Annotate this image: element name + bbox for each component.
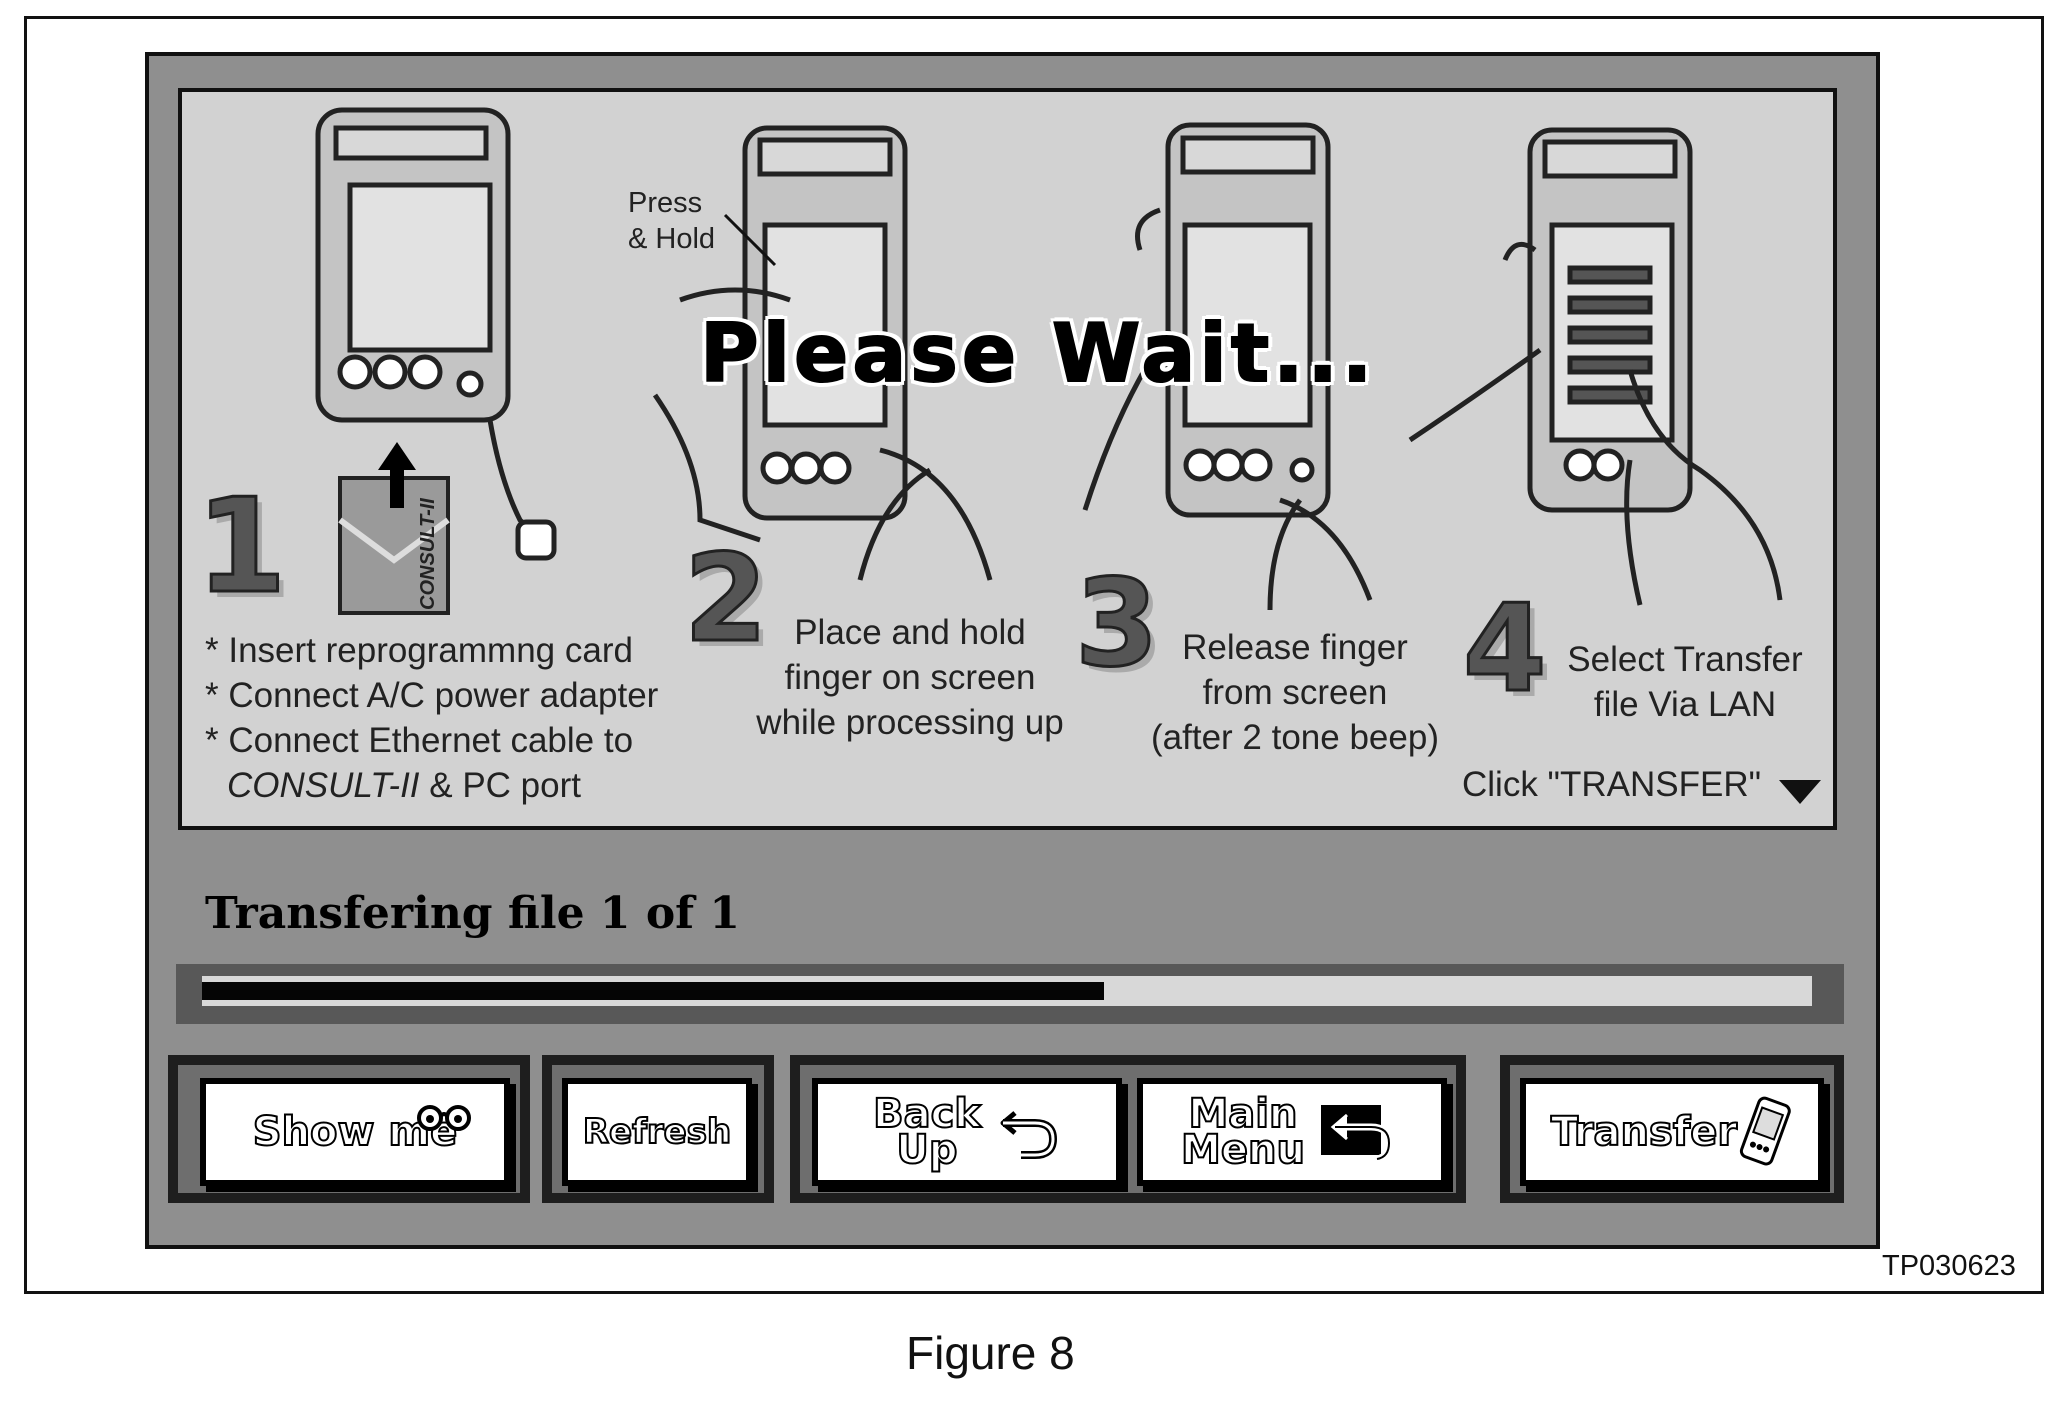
press-hint-line-2: & Hold [628,223,716,255]
return-arrow-icon [1320,1105,1393,1163]
back-arrow-icon [1000,1111,1057,1159]
press-hold-hint: Press & Hold [628,185,715,257]
refresh-label: Refresh [582,1112,732,1152]
step-3-instructions: Release finger from screen (after 2 tone… [1130,625,1460,760]
back-up-label: Back Up [872,1093,982,1171]
transfer-status: Transfering file 1 of 1 [205,888,741,939]
step-2-line-1: Place and hold [794,613,1026,652]
step-2-instructions: Place and hold finger on screen while pr… [745,610,1075,745]
please-wait-overlay: Please Wait... [699,306,1377,401]
card-label: CONSULT-II [417,498,439,610]
step-1-line-3: * Connect Ethernet cable to [205,721,634,760]
figure-code: TP030623 [1882,1250,2016,1282]
step-1-line-1: * Insert reprogrammng card [205,631,633,670]
refresh-button[interactable]: Refresh [562,1078,752,1186]
main-menu-label: Main Menu [1180,1093,1306,1171]
show-me-button[interactable]: Show me [200,1078,510,1186]
press-hint-line-1: Press [628,187,703,219]
eyeglasses-icon [417,1105,471,1131]
handheld-device-1 [315,107,557,561]
step-2-line-3: while processing up [756,703,1064,742]
progress-fill [202,982,1104,1000]
step-2-line-2: finger on screen [784,658,1036,697]
transfer-button[interactable]: Transfer [1520,1078,1824,1186]
press-pointer [723,213,777,267]
step-1-line-4: CONSULT-II & PC port [205,763,658,808]
step-4-line-2: file Via LAN [1593,685,1777,724]
step-3-line-1: Release finger [1182,628,1408,667]
triangle-down-icon [1779,780,1821,804]
step-1-instructions: * Insert reprogrammng card * Connect A/C… [205,628,658,808]
step-number-4: 4 [1462,579,1548,721]
main-menu-label-line-1: Main [1188,1091,1299,1137]
transfer-label: Transfer [1550,1109,1738,1155]
main-menu-label-line-2: Menu [1180,1127,1306,1173]
progress-bar [176,964,1844,1024]
step-number-1: 1 [194,469,287,624]
insert-arrow-icon [378,442,416,508]
progress-track [202,976,1812,1006]
handheld-device-4 [1408,127,1783,606]
step-number-2: 2 [683,529,769,671]
main-menu-button[interactable]: Main Menu [1137,1078,1447,1186]
step-1-line-4-suffix: & PC port [419,766,581,805]
step-4-line-1: Select Transfer [1567,640,1803,679]
step-3-line-3: (after 2 tone beep) [1151,718,1439,757]
consult-card: CONSULT-II [338,476,450,615]
step-3-line-2: from screen [1202,673,1388,712]
step-1-line-2: * Connect A/C power adapter [205,676,659,715]
handheld-device-icon [1739,1096,1791,1166]
handheld-device-2 [652,125,993,581]
handheld-device-3 [1082,122,1373,611]
back-up-button[interactable]: Back Up [812,1078,1122,1186]
figure-caption: Figure 8 [906,1327,1075,1379]
consult-ii-name: CONSULT-II [227,766,420,805]
step-4-instructions: Select Transfer file Via LAN [1540,637,1830,727]
back-up-label-line-1: Back [872,1091,982,1137]
step-number-3: 3 [1074,554,1160,696]
click-transfer-hint: Click "TRANSFER" [1462,765,1762,804]
back-up-label-line-2: Up [895,1127,958,1173]
